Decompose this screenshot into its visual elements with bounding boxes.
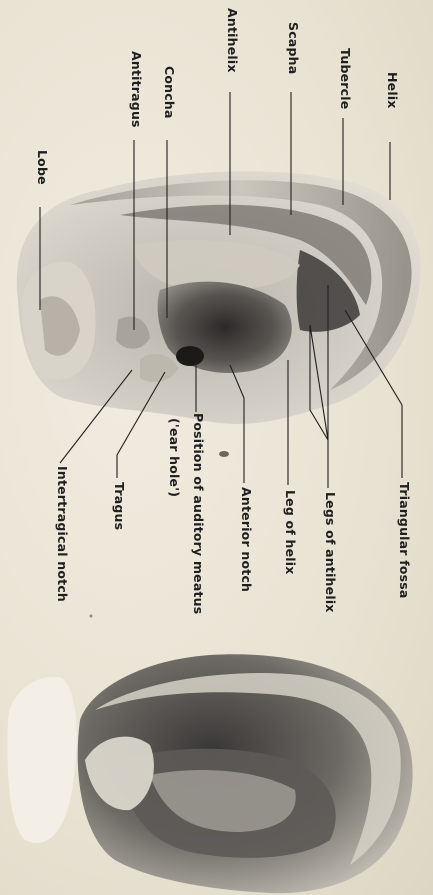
label-anterior-notch: Anterior notch [239,487,253,592]
label-antitragus: Antitragus [129,51,143,128]
label-helix: Helix [385,72,399,109]
main-ear [17,171,421,424]
label-legs-of-antihelix: Legs of antihelix [323,492,337,613]
label-auditory-meatus: Position of auditory meatus [191,413,205,614]
label-leg-of-helix: Leg of helix [283,490,297,575]
meatus-hole [176,346,204,366]
lobe-cutout [8,677,77,843]
label-ear-hole: ('ear hole') [167,418,181,497]
label-tragus: Tragus [112,482,126,530]
label-intertragical-notch: Intertragical notch [55,466,69,602]
label-triangular-fossa: Triangular fossa [397,482,411,599]
paper-speck [90,615,93,618]
second-ear [8,654,413,893]
label-lobe: Lobe [35,150,49,185]
label-scapha: Scapha [286,22,300,74]
label-concha: Concha [162,66,176,119]
label-antihelix: Antihelix [225,8,239,73]
label-tubercle: Tubercle [338,48,352,109]
paper-speck [219,451,229,457]
